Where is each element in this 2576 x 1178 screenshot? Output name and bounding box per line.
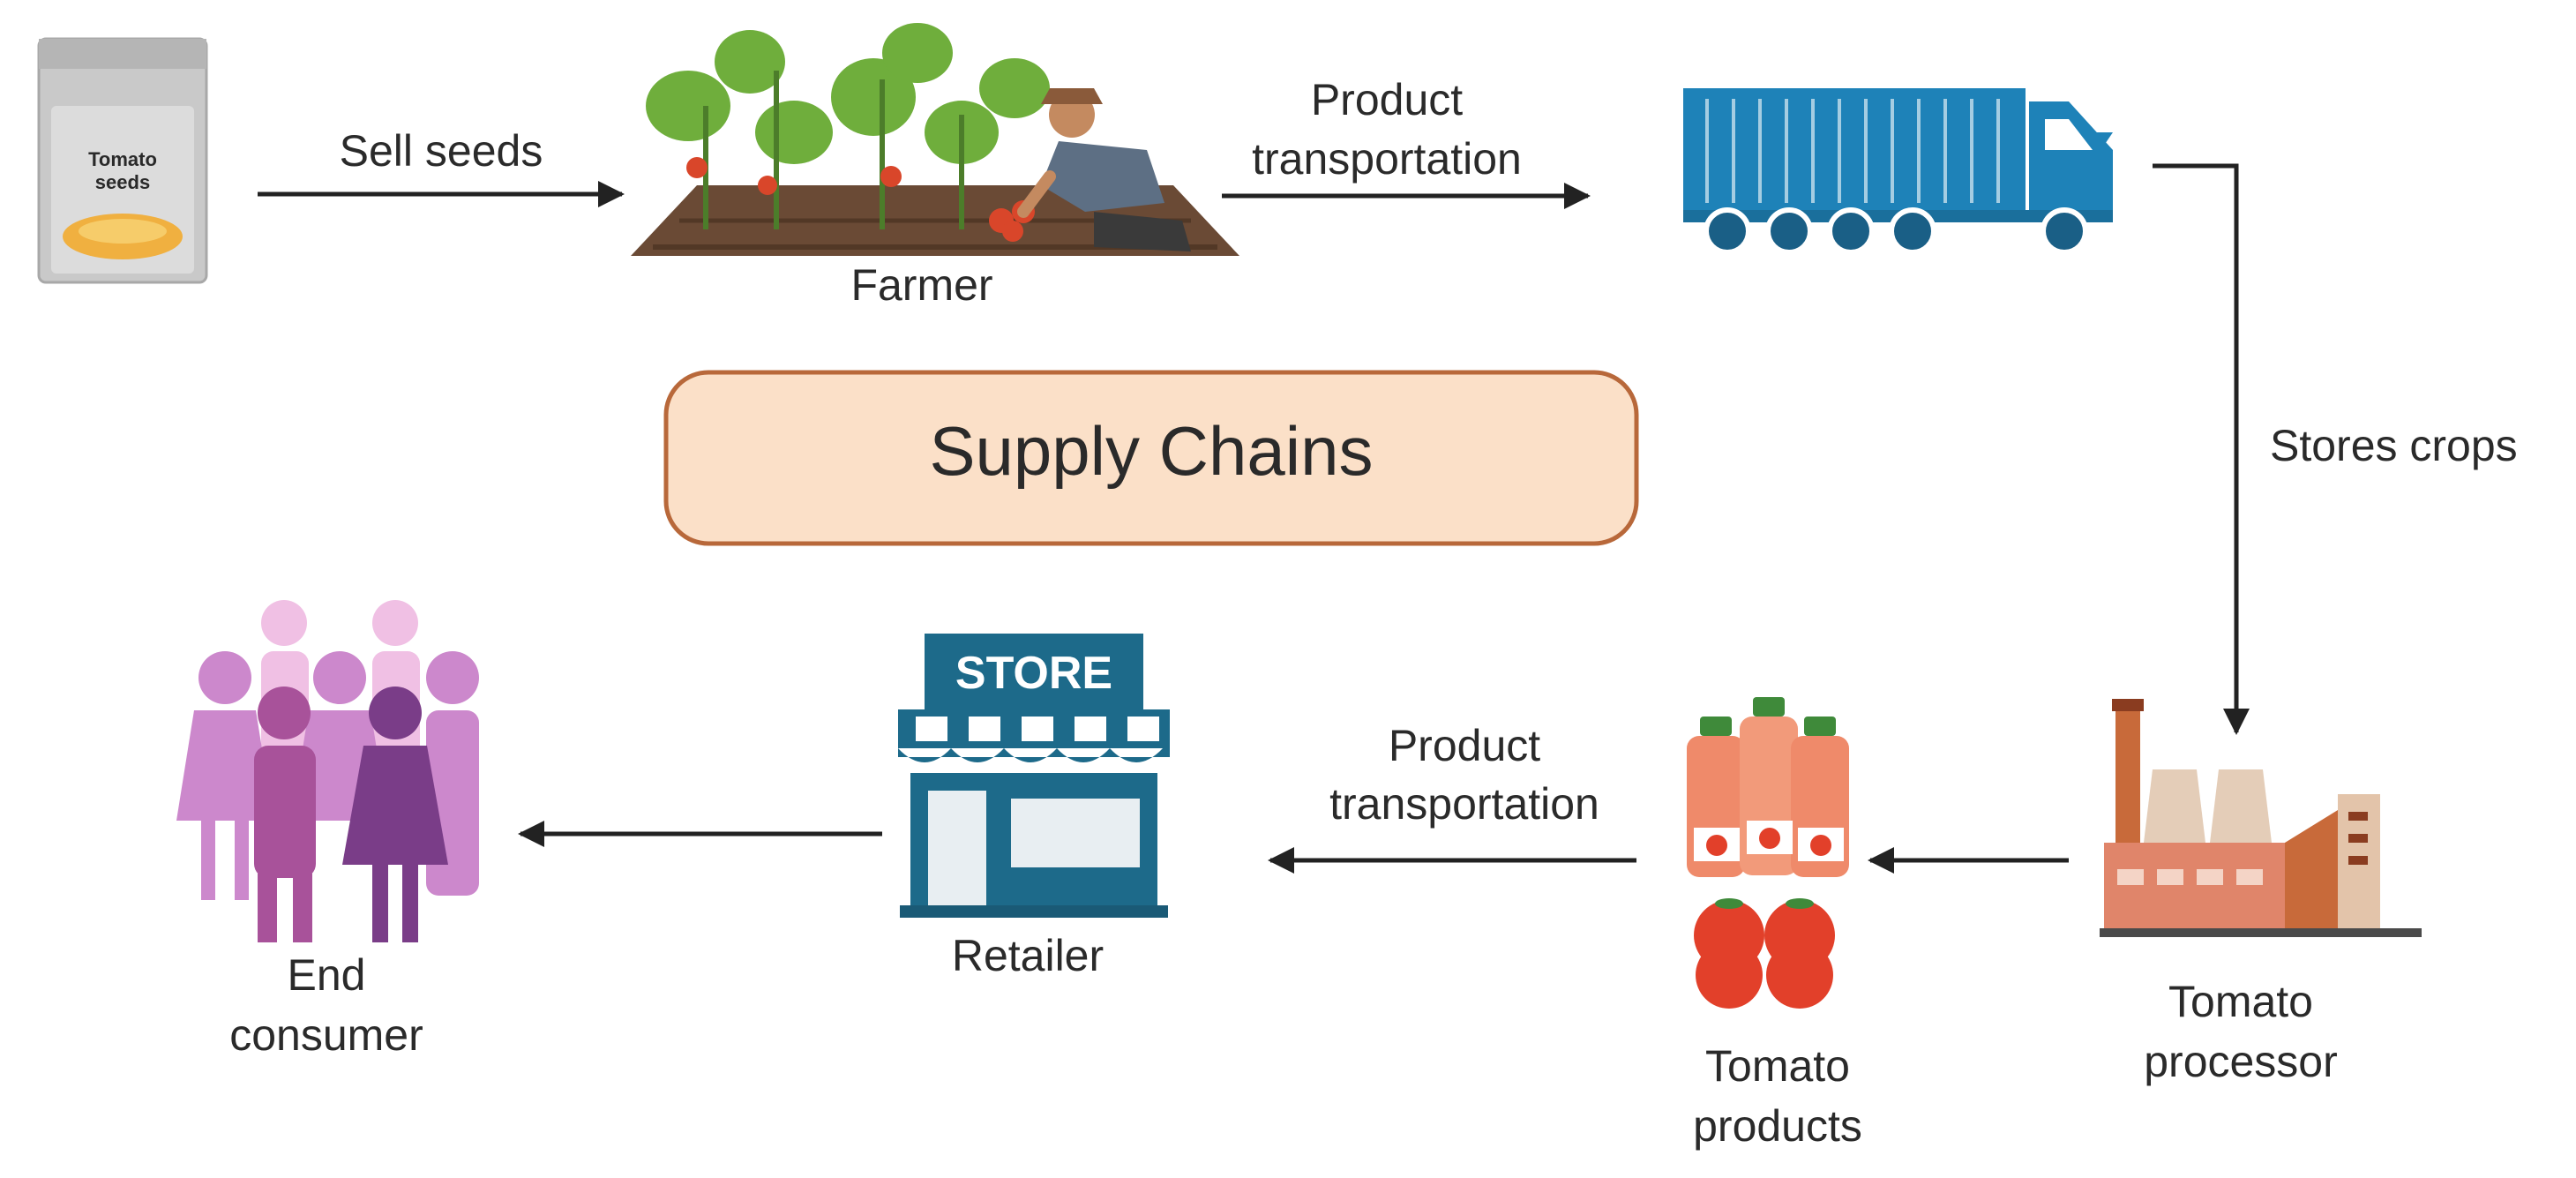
factory-icon	[2100, 699, 2422, 937]
edge-label-transport-top-line2: transportation	[1252, 134, 1522, 184]
seed-packet-label-line1: Tomato	[88, 148, 157, 170]
truck-icon	[1683, 88, 2113, 255]
node-label-processor-line2: processor	[2144, 1037, 2338, 1086]
node-label-products-line1: Tomato	[1705, 1041, 1850, 1091]
diagram-title: Supply Chains	[930, 412, 1374, 490]
edge-label-transport-bottom-line2: transportation	[1329, 779, 1599, 829]
edge-label-transport-bottom-line1: Product	[1389, 721, 1540, 770]
seed-packet-label-line2: seeds	[95, 171, 150, 193]
title-box	[663, 370, 1639, 546]
node-label-farmer: Farmer	[850, 260, 992, 310]
edge-label-stores-crops: Stores crops	[2270, 421, 2518, 470]
store-icon: STORE	[898, 634, 1170, 918]
node-label-processor-line1: Tomato	[2168, 977, 2313, 1026]
edge-label-sell-seeds: Sell seeds	[340, 126, 543, 176]
consumer-group-icon	[176, 600, 479, 942]
seed-packet-icon: Tomato seeds	[37, 37, 208, 284]
node-label-consumer-line1: End	[288, 950, 366, 1000]
tomato-products-icon	[1687, 697, 1849, 1009]
arrow-stores-crops	[2153, 163, 2250, 735]
farmer-field-icon	[631, 23, 1239, 256]
node-label-products-line2: products	[1693, 1101, 1862, 1151]
node-label-retailer: Retailer	[952, 931, 1104, 980]
edge-label-transport-top-line1: Product	[1311, 75, 1463, 124]
store-sign-text: STORE	[955, 648, 1112, 699]
node-label-consumer-line2: consumer	[229, 1010, 423, 1060]
